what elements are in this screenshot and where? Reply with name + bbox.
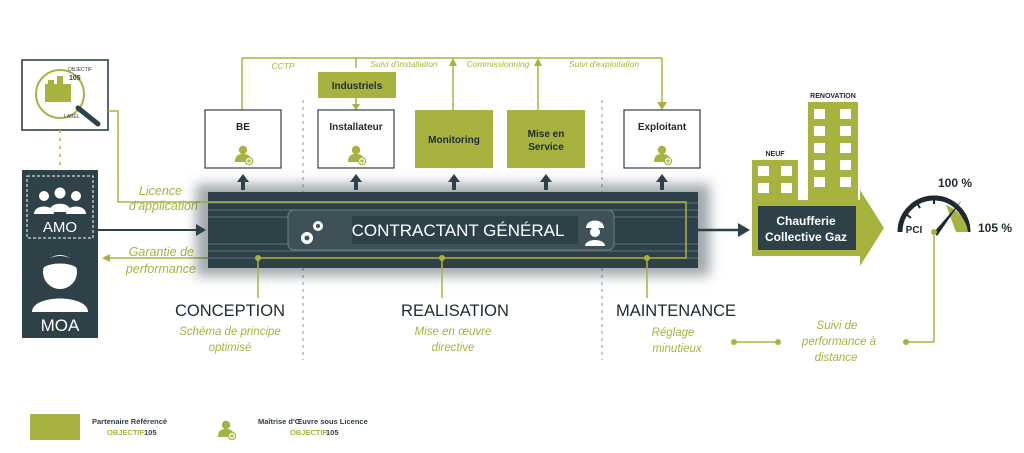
suivi-label-3: distance bbox=[815, 352, 858, 364]
moa-label: MOA bbox=[41, 316, 80, 335]
performance-gauge-icon bbox=[897, 195, 971, 236]
neuf-label: NEUF bbox=[765, 151, 785, 158]
contractant-general-band: CONTRACTANT GÉNÉRAL bbox=[196, 184, 710, 276]
licensed-person-icon bbox=[217, 420, 237, 441]
be-box: BE bbox=[204, 109, 282, 169]
legend-licence-label: Maîtrise d'Œuvre sous Licence bbox=[258, 417, 368, 426]
group-people-icon bbox=[34, 187, 86, 214]
suivi-exploitation-label: Suivi d'exploitation bbox=[569, 59, 639, 69]
chaufferie-label-2: Collective Gaz bbox=[765, 230, 847, 244]
be-label: BE bbox=[236, 122, 250, 133]
phase-sub2: minutieux bbox=[652, 343, 702, 355]
legend: Partenaire Référencé OBJECTIF 105 Maîtri… bbox=[30, 414, 368, 441]
garantie-label-1: Garantie de bbox=[129, 245, 194, 259]
legend-partner-swatch bbox=[30, 414, 80, 440]
phase-sub1: Schéma de principe bbox=[179, 326, 281, 338]
gears-icon bbox=[301, 221, 323, 244]
phase-title: REALISATION bbox=[401, 302, 509, 320]
monitoring-label: Monitoring bbox=[428, 135, 480, 146]
contractant-general-title: CONTRACTANT GÉNÉRAL bbox=[352, 221, 565, 240]
mise-en-service-box: Mise en Service bbox=[507, 110, 585, 168]
phase-drops bbox=[257, 258, 648, 298]
legend-partner-label: Partenaire Référencé bbox=[92, 417, 167, 426]
worker-helmet-icon bbox=[585, 220, 605, 246]
legend-licence-num: 105 bbox=[326, 428, 339, 437]
remote-monitoring-link bbox=[906, 234, 935, 343]
commissionning-label: Commissionning bbox=[467, 59, 530, 69]
garantie-label-2: performance bbox=[125, 262, 196, 276]
phase-sub2: directive bbox=[432, 342, 475, 354]
phase-title: MAINTENANCE bbox=[616, 302, 736, 320]
chaufferie-label-1: Chaufferie bbox=[776, 214, 836, 228]
mise-en-service-label-2: Service bbox=[528, 142, 564, 153]
suivi-label-2: performance à bbox=[801, 336, 877, 348]
chaufferie-arrow bbox=[752, 190, 884, 266]
installateur-label: Installateur bbox=[329, 122, 382, 133]
gauge-pci-label: PCI bbox=[906, 225, 923, 236]
monitoring-box: Monitoring bbox=[415, 110, 493, 168]
phase-sub2: optimisé bbox=[209, 342, 252, 354]
phase-sub1: Réglage bbox=[652, 327, 695, 339]
phase-sub1: Mise en œuvre bbox=[415, 326, 492, 338]
exploitant-label: Exploitant bbox=[638, 122, 687, 133]
buildings-icon bbox=[752, 102, 858, 206]
licence-label-2: d'application bbox=[129, 199, 198, 213]
suivi-label-1: Suivi de bbox=[817, 320, 858, 332]
amo-label: AMO bbox=[43, 219, 77, 236]
industriels-label: Industriels bbox=[332, 81, 383, 92]
logo-ring-text: LABEL bbox=[64, 114, 80, 120]
mise-en-service-label-1: Mise en bbox=[528, 129, 565, 140]
installateur-box: Installateur bbox=[317, 109, 395, 169]
moa-panel: AMO MOA bbox=[22, 170, 98, 338]
logo-badge-top: OBJECTIF bbox=[68, 67, 92, 73]
industriels-box bbox=[318, 72, 396, 98]
cctp-label: CCTP bbox=[271, 61, 294, 71]
gauge-105-label: 105 % bbox=[978, 221, 1012, 235]
legend-partner-num: 105 bbox=[144, 428, 157, 437]
suivi-installation-label: Suivi d'installation bbox=[370, 59, 438, 69]
renovation-label: RENOVATION bbox=[810, 93, 856, 100]
person-head-icon bbox=[32, 255, 88, 312]
licence-label-1: Licence bbox=[139, 184, 182, 198]
gauge-100-label: 100 % bbox=[938, 176, 972, 190]
legend-partner-obj: OBJECTIF bbox=[107, 428, 145, 437]
logo-badge-num: 105 bbox=[69, 75, 81, 82]
exploitant-box: Exploitant bbox=[623, 109, 701, 169]
legend-licence-obj: OBJECTIF bbox=[290, 428, 328, 437]
phase-title: CONCEPTION bbox=[175, 302, 285, 320]
label-objectif-105-logo: OBJECTIF 105 LABEL bbox=[21, 59, 109, 131]
